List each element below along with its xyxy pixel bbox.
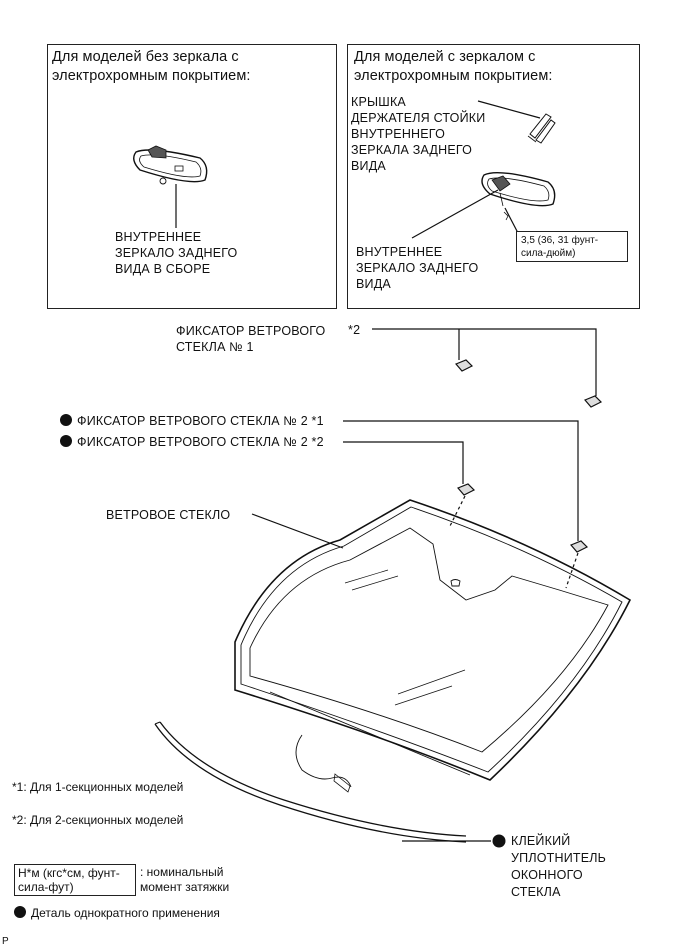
corner-mark: P xyxy=(2,936,9,947)
leader-clip2-a xyxy=(343,420,579,541)
windshield-label: ВЕТРОВОЕ СТЕКЛО xyxy=(106,508,231,522)
footnote-1: *1: Для 1-секционных моделей xyxy=(12,780,184,794)
panel-left-title: Для моделей без зеркала с электрохромным… xyxy=(52,49,251,84)
adhesive-sealer-label: КЛЕЙКИЙ УПЛОТНИТЕЛЬ ОКОННОГО СТЕКЛА xyxy=(511,834,607,899)
legend-torque-description: : номинальный момент затяжки xyxy=(140,865,230,894)
legend-non-reusable-text: Деталь однократного применения xyxy=(31,906,220,920)
leader-windshield xyxy=(251,513,344,549)
non-reusable-dot xyxy=(60,435,72,447)
torque-spec-box: 3,5 (36, 31 фунт- сила-дюйм) xyxy=(516,231,628,262)
windshield-clip-2 xyxy=(456,483,589,553)
non-reusable-dot-sealer xyxy=(492,834,506,848)
windshield-wire xyxy=(295,734,352,793)
windshield-glass xyxy=(234,499,632,781)
leader-torque xyxy=(504,207,519,234)
clip-1-label: ФИКСАТОР ВЕТРОВОГО СТЕКЛА № 1 xyxy=(176,324,326,354)
footnote-2: *2: Для 2-секционных моделей xyxy=(12,813,184,827)
non-reusable-legend-dot xyxy=(14,906,26,918)
panel-without-electrochromic xyxy=(47,44,337,309)
non-reusable-dot xyxy=(60,414,72,426)
mirror-assembly-label: ВНУТРЕННЕЕ ЗЕРКАЛО ЗАДНЕГО ВИДА В СБОРЕ xyxy=(115,230,238,276)
rear-view-mirror-left xyxy=(133,145,208,185)
legend-torque-unit: Н*м (кгс*см, фунт- сила-фут) xyxy=(14,864,136,896)
leader-clip2-b xyxy=(343,441,464,484)
windshield-clip-1 xyxy=(454,359,603,408)
mount-cover-label: КРЫШКА ДЕРЖАТЕЛЯ СТОЙКИ ВНУТРЕННЕГО ЗЕРК… xyxy=(351,95,486,173)
rear-view-mirror-right xyxy=(481,171,556,207)
adhesive-sealer-strip xyxy=(154,721,467,843)
clip-2-label-a-text: ФИКСАТОР ВЕТРОВОГО СТЕКЛА № 2 *1 xyxy=(77,414,324,428)
leader-clip1-right xyxy=(372,328,597,396)
clip2-guide-right xyxy=(565,552,579,589)
clip-2-label-a: ФИКСАТОР ВЕТРОВОГО СТЕКЛА № 2 *1 xyxy=(60,413,324,429)
clip-1-note: *2 xyxy=(348,323,361,337)
leader-mirror-right xyxy=(411,189,499,239)
legend-non-reusable: Деталь однократного применения xyxy=(14,906,220,921)
clip-2-label-b: ФИКСАТОР ВЕТРОВОГО СТЕКЛА № 2 *2 xyxy=(60,434,324,450)
mirror-right-label: ВНУТРЕННЕЕ ЗЕРКАЛО ЗАДНЕГО ВИДА xyxy=(356,245,479,291)
panel-with-electrochromic xyxy=(347,44,640,309)
leader-mount-cover xyxy=(477,100,541,119)
clip-2-label-b-text: ФИКСАТОР ВЕТРОВОГО СТЕКЛА № 2 *2 xyxy=(77,435,324,449)
mount-cover-part xyxy=(527,113,556,144)
panel-right-title: Для моделей с зеркалом с электрохромным … xyxy=(354,49,553,84)
